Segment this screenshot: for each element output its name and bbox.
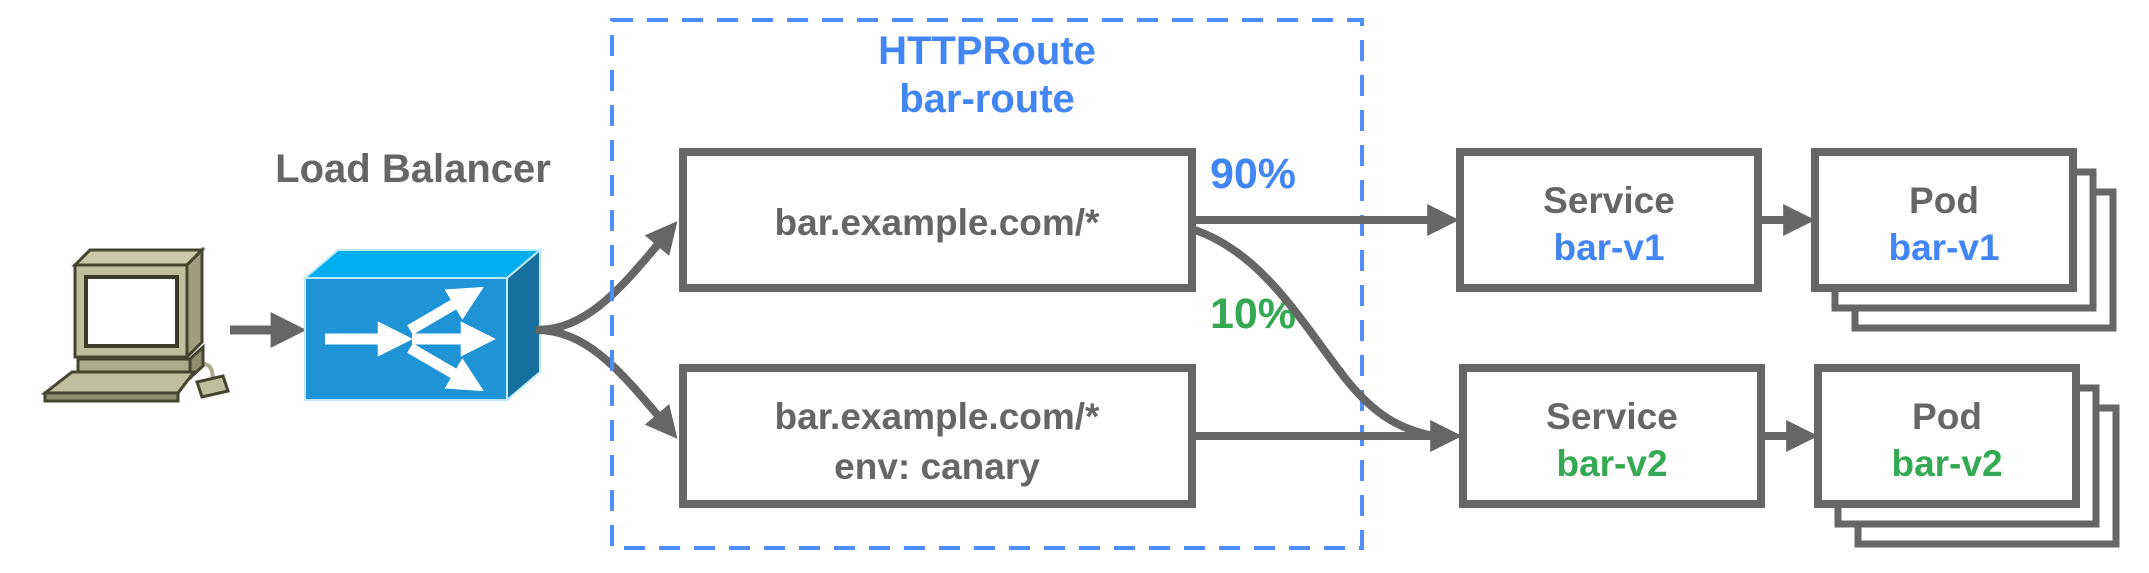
route-rule-1-match-label: bar.example.com/*: [775, 202, 1101, 243]
route-rule-2-match-label: bar.example.com/*: [775, 396, 1101, 437]
httproute-name-label: bar-route: [899, 77, 1075, 121]
service-bar-v2-kind-label: Service: [1546, 396, 1678, 437]
service-bar-v1-box: [1456, 148, 1762, 292]
route-rule-1-box: [679, 148, 1196, 292]
lb-split-arrow-up: [407, 286, 484, 335]
service-bar-v1-name-label: bar-v1: [1553, 227, 1664, 268]
httproute-group-border: [610, 18, 1364, 550]
route-rule-2-header-label: env: canary: [834, 446, 1040, 487]
computer-keyboard-top: [40, 370, 198, 395]
lb-split-arrow-down: [407, 343, 484, 392]
pod-bar-v2-box: [1814, 364, 2080, 508]
load-balancer-label: Load Balancer: [275, 147, 551, 191]
computer-screen: [84, 275, 179, 348]
route-rule-2-box: [679, 364, 1196, 508]
service-bar-v1-kind-label: Service: [1543, 180, 1675, 221]
computer-keyboard-front: [43, 391, 180, 403]
pod-bar-v1-kind-label: Pod: [1909, 180, 1979, 221]
weight-90-label: 90%: [1210, 150, 1296, 198]
pod-bar-v2-stack: Pod bar-v2: [1814, 364, 2120, 548]
lb-top-face: [302, 249, 543, 279]
pod-bar-v1-name-label: bar-v1: [1888, 227, 1999, 268]
pod-bar-v1-box: [1811, 148, 2077, 292]
load-balancer-icon: [302, 247, 543, 403]
computer-monitor-top: [71, 248, 206, 267]
client-computer-icon: [40, 246, 230, 403]
pod-bar-v2-kind-label: Pod: [1912, 396, 1982, 437]
pod-bar-v2-name-label: bar-v2: [1891, 443, 2002, 484]
computer-monitor-side: [185, 246, 204, 361]
lb-to-route1-arrow: [535, 221, 678, 334]
lb-to-route2-arrow: [535, 326, 678, 439]
route1-to-service2-curve: [1190, 225, 1435, 440]
pod-bar-v1-stack: Pod bar-v1: [1811, 148, 2117, 332]
service-bar-v2-box: [1459, 364, 1765, 508]
lb-side-face: [506, 247, 541, 403]
httproute-kind-label: HTTPRoute: [878, 29, 1096, 73]
service-bar-v2-name-label: bar-v2: [1556, 443, 1667, 484]
computer-mouse: [195, 374, 230, 399]
